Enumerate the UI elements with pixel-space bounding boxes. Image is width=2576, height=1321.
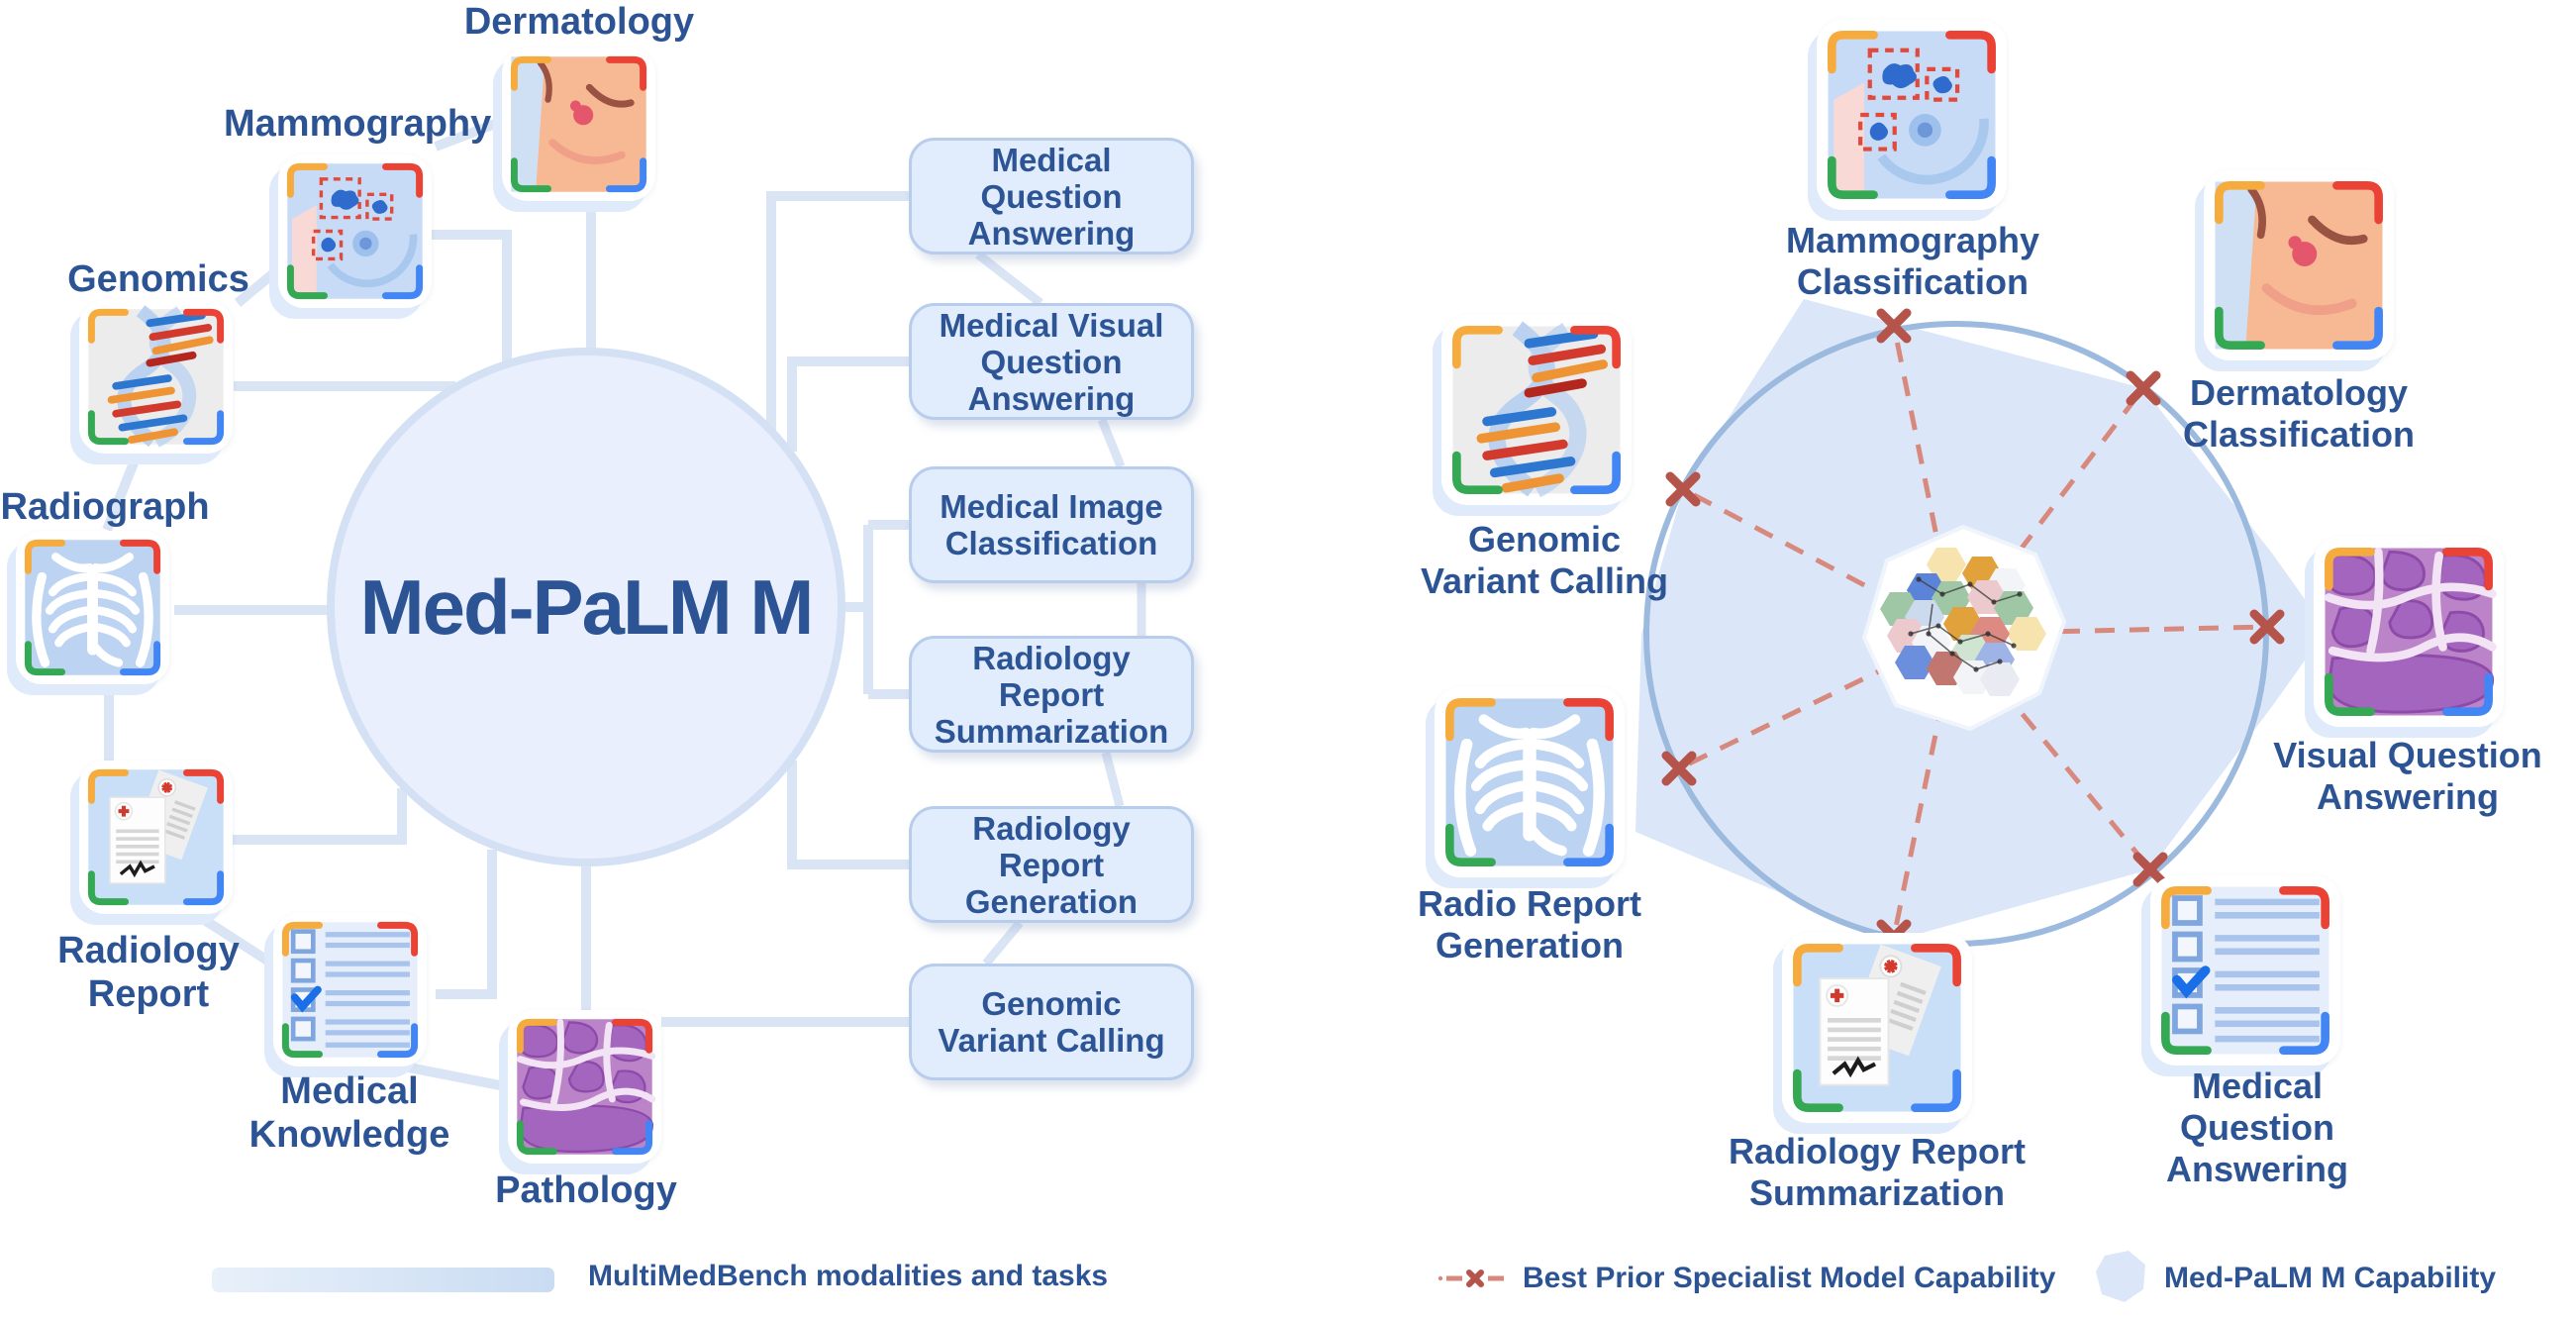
task-box-radiology-report-summarization: Radiology Report Summarization [909, 636, 1194, 753]
capability-card-radiology-report-summarization [1782, 933, 1972, 1123]
xray-icon [1435, 687, 1625, 877]
pathology-icon [508, 1010, 661, 1164]
label-medical-question-answering: Medical Question Answering [2165, 1066, 2349, 1189]
checklist-icon [273, 913, 427, 1067]
label-medical-knowledge: Medical Knowledge [248, 1070, 450, 1156]
dna-icon [1441, 315, 1632, 505]
report-icon [1782, 933, 1972, 1123]
blob-legend-icon [2096, 1251, 2145, 1302]
label-mammography: Mammography [224, 103, 492, 145]
label-radiology-report: Radiology Report [57, 930, 240, 1015]
specialist-legend-label: Best Prior Specialist Model Capability [1523, 1262, 2056, 1294]
capability-card-visual-question-answering [2314, 537, 2504, 727]
label-genomic-variant-calling: Genomic Variant Calling [1420, 519, 1669, 601]
mammography-icon [1817, 20, 2007, 210]
label-radiology-report-summarization: Radiology Report Summarization [1728, 1131, 2026, 1213]
task-box-medical-image-classification: Medical Image Classification [909, 466, 1194, 583]
label-radio-report-generation: Radio Report Generation [1417, 883, 1641, 965]
multimedbench-legend-swatch [212, 1268, 554, 1292]
label-visual-question-answering: Visual Question Answering [2273, 735, 2542, 817]
task-box-medical-question-answering: Medical Question Answering [909, 138, 1194, 254]
label-genomics: Genomics [67, 258, 249, 300]
med-palm-m-title: Med-PaLM M [359, 562, 815, 651]
dermatology-icon [2204, 170, 2394, 360]
label-radiograph: Radiograph [0, 486, 210, 528]
task-box-medical-visual-question-answering: Medical Visual Question Answering [909, 303, 1194, 420]
xray-icon [16, 531, 169, 684]
modality-card-dermatology [502, 48, 655, 201]
multimedbench-legend-label: MultiMedBench modalities and tasks [588, 1260, 1109, 1292]
capability-card-medical-question-answering [2150, 875, 2340, 1066]
specialist-x-markers [1661, 308, 2285, 955]
mammography-icon [278, 154, 432, 308]
dermatology-icon [502, 48, 655, 201]
modality-card-radiograph [16, 531, 169, 684]
checklist-icon [2150, 875, 2340, 1066]
task-box-genomic-variant-calling: Genomic Variant Calling [909, 964, 1194, 1080]
model-hexagon-cluster [1861, 524, 2067, 732]
capability-card-genomic-variant-calling [1441, 315, 1632, 505]
label-dermatology: Dermatology [463, 1, 695, 43]
med-palm-m-circle: Med-PaLM M [327, 348, 845, 866]
task-box-radiology-report-generation: Radiology Report Generation [909, 806, 1194, 923]
capability-card-mammography-classification [1817, 20, 2007, 210]
modality-card-mammography [278, 154, 432, 308]
modality-card-radiology-report [79, 761, 233, 914]
modality-card-pathology [508, 1010, 661, 1164]
capability-card-radio-report-generation [1435, 687, 1625, 877]
label-pathology: Pathology [495, 1169, 677, 1211]
dashed-x-legend-icon [1437, 1270, 1504, 1287]
modality-card-genomics [79, 300, 233, 454]
capability-card-dermatology-classification [2204, 170, 2394, 360]
label-mammography-classification: Mammography Classification [1785, 220, 2040, 302]
dna-icon [79, 300, 233, 454]
medpalm-legend-label: Med-PaLM M Capability [2164, 1262, 2497, 1294]
task-chain-links [975, 251, 1146, 966]
modality-card-medical-knowledge [273, 913, 427, 1067]
label-dermatology-classification: Dermatology Classification [2182, 372, 2416, 455]
report-icon [79, 761, 233, 914]
pathology-icon [2314, 537, 2504, 727]
